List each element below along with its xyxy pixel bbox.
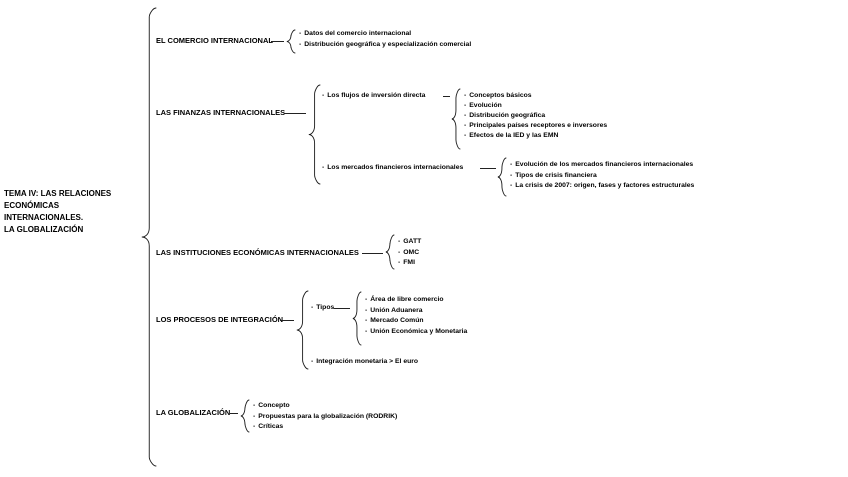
list-item: Concepto xyxy=(253,401,397,412)
mercados-items: Evolución de los mercados financieros in… xyxy=(510,160,694,192)
list-item: Principales países receptores e inversor… xyxy=(464,121,607,131)
list-item-label: Evolución de los mercados financieros in… xyxy=(515,161,694,168)
page-title: TEMA IV: LAS RELACIONES ECONÓMICAS INTER… xyxy=(4,188,154,236)
brace-instituciones xyxy=(385,234,395,270)
list-item-label: Área de libre comercio xyxy=(370,296,444,303)
brace-finanzas xyxy=(308,84,321,185)
list-item: Unión Aduanera xyxy=(365,306,467,317)
list-item: Propuestas para la globalización (RODRIK… xyxy=(253,412,397,423)
list-item: FMI xyxy=(398,258,421,269)
list-item: Datos del comercio internacional xyxy=(299,29,471,40)
globalizacion-items: Concepto Propuestas para la globalizació… xyxy=(253,401,397,433)
list-item-label: Unión Económica y Monetaria xyxy=(370,327,468,335)
brace-comercio xyxy=(286,29,296,54)
list-item: Distribución geográfica xyxy=(464,111,607,121)
list-item: Evolución de los mercados financieros in… xyxy=(510,160,694,171)
brace-globalizacion xyxy=(240,399,250,433)
tick-connector xyxy=(284,113,306,114)
tick-connector xyxy=(362,253,383,254)
list-item: Evolución xyxy=(464,101,607,111)
list-item-label: Concepto xyxy=(258,402,290,409)
list-item: Distribución geográfica y especializació… xyxy=(299,40,471,51)
list-item-label: GATT xyxy=(403,238,422,245)
instituciones-items: GATT OMC FMI xyxy=(398,237,421,269)
section-label-comercio: EL COMERCIO INTERNACIONAL xyxy=(156,36,273,45)
list-item-label: Datos del comercio internacional xyxy=(304,30,412,37)
sub-label-text: Los flujos de inversión directa xyxy=(327,92,426,99)
list-item-label: Críticas xyxy=(258,423,284,430)
brace-integracion xyxy=(296,290,309,370)
list-item: Unión Económica y Monetaria xyxy=(365,327,467,338)
sub-label-tipos: Tipos xyxy=(311,304,334,311)
sub-label-euro: Integración monetaria > El euro xyxy=(311,358,418,365)
list-item-label: Distribución geográfica y especializació… xyxy=(304,40,472,48)
section-label-instituciones: LAS INSTITUCIONES ECONÓMICAS INTERNACION… xyxy=(156,248,359,257)
list-item-label: Unión Aduanera xyxy=(370,306,423,314)
list-item-label: Efectos de la IED y las EMN xyxy=(469,132,559,139)
list-item: Conceptos básicos xyxy=(464,91,607,101)
list-item-label: Evolución xyxy=(469,102,502,109)
tick-connector xyxy=(280,320,294,321)
list-item-label: FMI xyxy=(403,259,415,266)
tick-connector xyxy=(230,413,238,414)
sub-label-text: Integración monetaria > El euro xyxy=(316,358,419,365)
list-item: Efectos de la IED y las EMN xyxy=(464,131,607,141)
tick-connector xyxy=(443,96,450,97)
page-title-line: LA GLOBALIZACIÓN xyxy=(4,225,84,234)
tick-connector xyxy=(480,168,496,169)
brace-tipos xyxy=(352,291,362,346)
section-label-globalizacion: LA GLOBALIZACIÓN xyxy=(156,408,231,417)
list-item-label: Principales países receptores e inversor… xyxy=(469,122,608,129)
list-item: La crisis de 2007: origen, fases y facto… xyxy=(510,181,694,192)
list-item: Mercado Común xyxy=(365,316,467,327)
list-item-label: OMC xyxy=(403,248,420,256)
page-title-line: INTERNACIONALES. xyxy=(4,213,84,222)
list-item-label: La crisis de 2007: origen, fases y facto… xyxy=(515,182,695,189)
tick-connector xyxy=(271,41,284,42)
brace-mercados xyxy=(497,157,507,197)
page-title-line: TEMA IV: LAS RELACIONES xyxy=(4,189,112,198)
flujos-items: Conceptos básicos Evolución Distribución… xyxy=(464,91,607,141)
list-item: Tipos de crisis financiera xyxy=(510,171,694,182)
list-item-label: Distribución geográfica xyxy=(469,112,546,119)
list-item: Área de libre comercio xyxy=(365,295,467,306)
brace-flujos xyxy=(451,88,461,150)
list-item-label: Conceptos básicos xyxy=(469,92,532,99)
section-label-finanzas: LAS FINANZAS INTERNACIONALES xyxy=(156,108,286,117)
tick-connector xyxy=(334,308,350,309)
page-title-line: ECONÓMICAS xyxy=(4,201,60,210)
list-item: GATT xyxy=(398,237,421,248)
list-item-label: Mercado Común xyxy=(370,317,424,324)
sub-label-mercados: Los mercados financieros internacionales xyxy=(322,164,463,171)
sub-label-flujos: Los flujos de inversión directa xyxy=(322,92,425,99)
list-item-label: Tipos de crisis financiera xyxy=(515,171,597,179)
list-item-label: Propuestas para la globalización (RODRIK… xyxy=(258,412,398,420)
list-item: OMC xyxy=(398,248,421,259)
outer-brace xyxy=(141,7,157,467)
comercio-items: Datos del comercio internacional Distrib… xyxy=(299,29,471,50)
section-label-integracion: LOS PROCESOS DE INTEGRACIÓN xyxy=(156,315,284,324)
sub-label-text: Los mercados financieros internacionales xyxy=(327,164,464,171)
sub-label-text: Tipos xyxy=(316,304,335,311)
list-item: Críticas xyxy=(253,422,397,433)
tipos-items: Área de libre comercio Unión Aduanera Me… xyxy=(365,295,467,337)
